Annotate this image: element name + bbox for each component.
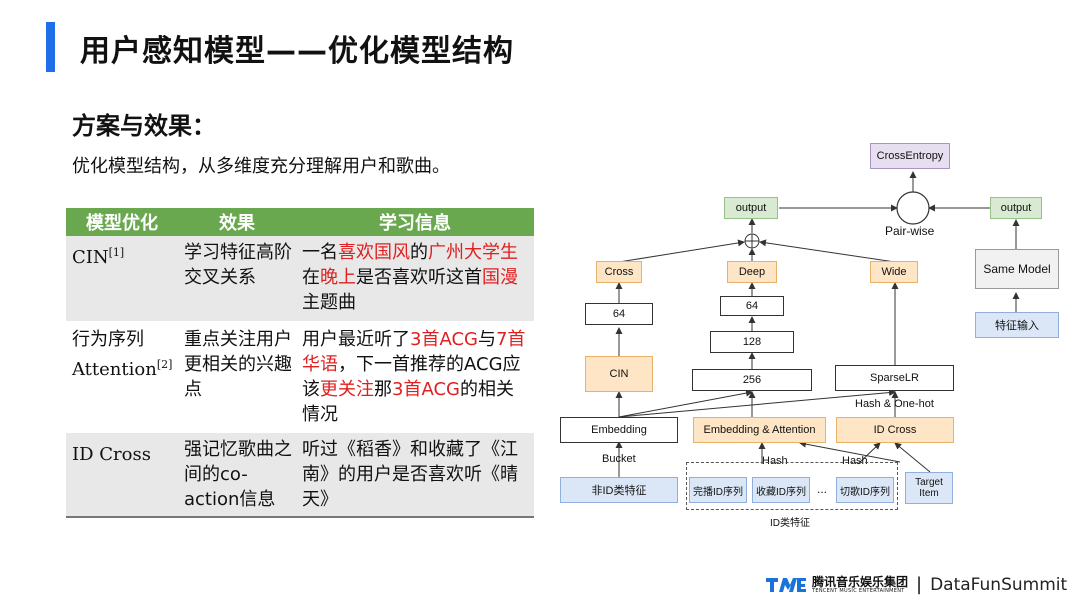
output-left-box: output — [724, 197, 778, 219]
row-effect: 强记忆歌曲之间的co-action信息 — [178, 432, 296, 518]
header-effect: 效果 — [178, 208, 296, 236]
company-name: 腾讯音乐娱乐集团 — [812, 574, 909, 589]
table-header-row: 模型优化 效果 学习信息 — [66, 208, 534, 236]
deep-dense-128-box: 128 — [710, 331, 794, 353]
slide-description: 优化模型结构，从多维度充分理解用户和歌曲。 — [72, 156, 450, 177]
deep-dense-64-box: 64 — [720, 296, 784, 316]
row-model-name: CIN[1] — [66, 236, 178, 323]
id-features-group — [686, 462, 898, 510]
summit-name: DataFunSummit — [930, 574, 1068, 595]
hash-label-2: Hash — [842, 455, 868, 467]
section-subtitle: 方案与效果： — [72, 112, 216, 140]
feature-input-box: 特征输入 — [975, 312, 1059, 338]
info-text: 与 — [477, 329, 496, 350]
row-info: 用户最近听了3首ACG与7首华语，下一首推荐的ACG应该更关注那3首ACG的相关… — [296, 322, 534, 433]
info-text: ，下一首推荐的ACG应该 — [302, 354, 521, 400]
table-row: ID Cross 强记忆歌曲之间的co-action信息 听过《稻香》和收藏了《… — [66, 432, 534, 518]
cin-box: CIN — [585, 356, 653, 392]
same-model-box: Same Model — [975, 249, 1059, 289]
highlighted-text: 3首ACG — [410, 329, 478, 350]
cross-box: Cross — [596, 261, 642, 283]
row-effect: 学习特征高阶交叉关系 — [178, 236, 296, 323]
info-text: 一名 — [302, 242, 338, 263]
info-text: 的相关情况 — [302, 379, 514, 425]
hash-label-1: Hash — [762, 455, 788, 467]
embedding-box: Embedding — [560, 417, 678, 443]
info-text: 是否喜欢听这首 — [356, 267, 482, 288]
info-text: 听过《稻香》和收藏了《江南》的用户是否喜欢听《晴天》 — [302, 439, 518, 510]
id-features-label: ID类特征 — [770, 518, 810, 529]
highlighted-text: 国漫 — [482, 267, 518, 288]
header-info: 学习信息 — [296, 208, 534, 236]
table-row: 行为序列 Attention[2] 重点关注用户更相关的兴趣点 用户最近听了3首… — [66, 322, 534, 433]
highlighted-text: 3首ACG — [392, 379, 460, 400]
info-text: 用户最近听了 — [302, 329, 410, 350]
id-cross-box: ID Cross — [836, 417, 954, 443]
info-text: 那 — [374, 379, 392, 400]
table-row: CIN[1] 学习特征高阶交叉关系 一名喜欢国风的广州大学生在晚上是否喜欢听这首… — [66, 236, 534, 323]
model-name-text: ID Cross — [72, 444, 151, 465]
company-name-en: TENCENT MUSIC ENTERTAINMENT — [812, 587, 905, 594]
play-seq-box: 完播ID序列 — [689, 477, 747, 503]
footer-separator: | — [916, 574, 923, 595]
highlighted-text: 广州大学生 — [428, 242, 518, 263]
row-info: 听过《稻香》和收藏了《江南》的用户是否喜欢听《晴天》 — [296, 432, 534, 518]
pairwise-label: Pair-wise — [885, 224, 935, 238]
reference-mark: [2] — [156, 358, 173, 371]
row-info: 一名喜欢国风的广州大学生在晚上是否喜欢听这首国漫主题曲 — [296, 236, 534, 323]
info-text: 的 — [410, 242, 428, 263]
cross-dense-64-box: 64 — [585, 303, 653, 325]
deep-dense-256-box: 256 — [692, 369, 812, 391]
deep-box: Deep — [727, 261, 777, 283]
model-name-text: 行为序列 Attention — [72, 329, 157, 380]
sparse-lr-box: SparseLR — [835, 365, 954, 391]
embedding-attention-box: Embedding & Attention — [693, 417, 826, 443]
bucket-label: Bucket — [602, 453, 636, 465]
wide-box: Wide — [870, 261, 918, 283]
info-text: 在 — [302, 267, 320, 288]
slide-title: 用户感知模型——优化模型结构 — [80, 34, 514, 69]
row-model-name: ID Cross — [66, 432, 178, 518]
target-item-box: Target Item — [905, 472, 953, 504]
model-name-text: CIN — [72, 247, 109, 268]
highlighted-text: 更关注 — [320, 379, 374, 400]
row-effect: 重点关注用户更相关的兴趣点 — [178, 322, 296, 433]
footer: 腾讯音乐娱乐集团 TENCENT MUSIC ENTERTAINMENT | D… — [766, 574, 1067, 595]
row-model-name: 行为序列 Attention[2] — [66, 322, 178, 433]
info-text: 主题曲 — [302, 292, 356, 313]
highlighted-text: 7首华语 — [302, 329, 526, 375]
collect-seq-box: 收藏ID序列 — [752, 477, 810, 503]
non-id-features-box: 非ID类特征 — [560, 477, 678, 503]
highlighted-text: 晚上 — [320, 267, 356, 288]
sequence-ellipsis: ... — [817, 482, 828, 496]
output-right-box: output — [990, 197, 1042, 219]
comparison-table: 模型优化 效果 学习信息 CIN[1] 学习特征高阶交叉关系 一名喜欢国风的广州… — [66, 208, 534, 518]
tme-logo-icon — [766, 577, 806, 592]
hash-onehot-label: Hash & One-hot — [855, 398, 934, 410]
cut-seq-box: 切歌ID序列 — [836, 477, 894, 503]
cross-entropy-box: CrossEntropy — [870, 143, 950, 169]
title-accent-bar — [46, 22, 55, 72]
reference-mark: [1] — [108, 246, 125, 259]
highlighted-text: 喜欢国风 — [338, 242, 410, 263]
company-block: 腾讯音乐娱乐集团 TENCENT MUSIC ENTERTAINMENT — [812, 576, 908, 594]
header-model: 模型优化 — [66, 208, 178, 236]
